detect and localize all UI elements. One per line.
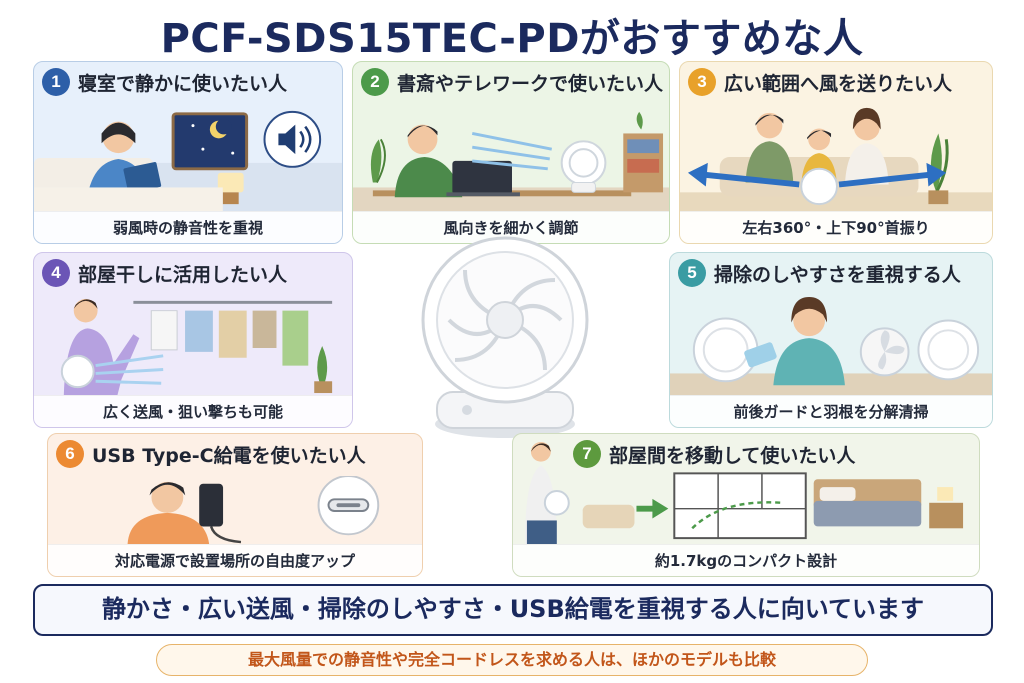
card-number: 5 <box>678 259 706 287</box>
card-caption: 弱風時の静音性を重視 <box>34 211 342 243</box>
card-title: 広い範囲へ風を送りたい人 <box>724 72 953 95</box>
card-title: 部屋干しに活用したい人 <box>78 263 288 286</box>
card-usb-c-power: 6 USB Type-C給電を使いたい人 対応電源で設置場所の自由度アップ <box>47 433 423 577</box>
usb-c-port-icon <box>317 476 380 536</box>
illustration-cleaning-parts <box>670 295 992 395</box>
card-caption: 左右360°・上下90°首振り <box>680 211 992 243</box>
illustration-moving-rooms <box>513 440 979 544</box>
card-bedroom: 1 寝室で静かに使いたい人 弱風時の静音性を重視 <box>33 61 343 244</box>
card-heading: 4 部屋干しに活用したい人 <box>42 259 287 287</box>
card-number: 4 <box>42 259 70 287</box>
card-number: 7 <box>573 440 601 468</box>
card-heading: 6 USB Type-C給電を使いたい人 <box>56 440 366 468</box>
card-heading: 1 寝室で静かに使いたい人 <box>42 68 287 96</box>
card-number: 6 <box>56 440 84 468</box>
illustration-usb-charging <box>48 476 422 544</box>
card-caption: 対応電源で設置場所の自由度アップ <box>48 544 422 576</box>
card-easy-cleaning: 5 掃除のしやすさを重視する人 前後ガードと羽根を分解清掃 <box>669 252 993 428</box>
card-portable: 7 部屋間を移動して使いたい人 約1.7kgのコンパクト設計 <box>512 433 980 577</box>
summary-banner: 静かさ・広い送風・掃除のしやすさ・USB給電を重視する人に向いています <box>33 584 993 636</box>
card-caption: 風向きを細かく調節 <box>353 211 669 243</box>
card-title: 寝室で静かに使いたい人 <box>78 72 288 95</box>
card-title: 部屋間を移動して使いたい人 <box>609 444 856 467</box>
card-title: 書斎やテレワークで使いたい人 <box>397 72 664 95</box>
card-number: 2 <box>361 68 389 96</box>
card-indoor-laundry: 4 部屋干しに活用したい人 広く送風・狙い撃ちも可能 <box>33 252 353 428</box>
card-heading: 5 掃除のしやすさを重視する人 <box>678 259 961 287</box>
comparison-note: 最大風量での静音性や完全コードレスを求める人は、ほかのモデルも比較 <box>156 644 868 676</box>
card-number: 1 <box>42 68 70 96</box>
smartphone-icon <box>199 483 224 527</box>
product-fan-image <box>405 232 605 442</box>
card-heading: 7 部屋間を移動して使いたい人 <box>573 440 855 468</box>
card-heading: 3 広い範囲へ風を送りたい人 <box>688 68 952 96</box>
illustration-telework <box>353 104 669 211</box>
card-study-telework: 2 書斎やテレワークで使いたい人 風向きを細かく調節 <box>352 61 670 244</box>
card-caption: 約1.7kgのコンパクト設計 <box>513 544 979 576</box>
card-heading: 2 書斎やテレワークで使いたい人 <box>361 68 663 96</box>
illustration-bedroom-reading <box>34 104 342 211</box>
page-title: PCF-SDS15TEC-PDがおすすめな人 <box>160 16 864 62</box>
arrow-right-icon <box>838 162 947 188</box>
card-number: 3 <box>688 68 716 96</box>
card-caption: 広く送風・狙い撃ちも可能 <box>34 395 352 427</box>
arrow-right-icon <box>636 498 669 519</box>
arrow-left-icon <box>687 162 800 188</box>
speaker-icon <box>263 110 322 168</box>
card-title: 掃除のしやすさを重視する人 <box>714 263 961 286</box>
card-caption: 前後ガードと羽根を分解清掃 <box>670 395 992 427</box>
moon-icon <box>209 118 232 139</box>
illustration-family-living <box>680 104 992 211</box>
illustration-laundry-drying <box>34 295 352 395</box>
card-wide-airflow: 3 広い範囲へ風を送りたい人 <box>679 61 993 244</box>
card-title: USB Type-C給電を使いたい人 <box>92 444 366 467</box>
